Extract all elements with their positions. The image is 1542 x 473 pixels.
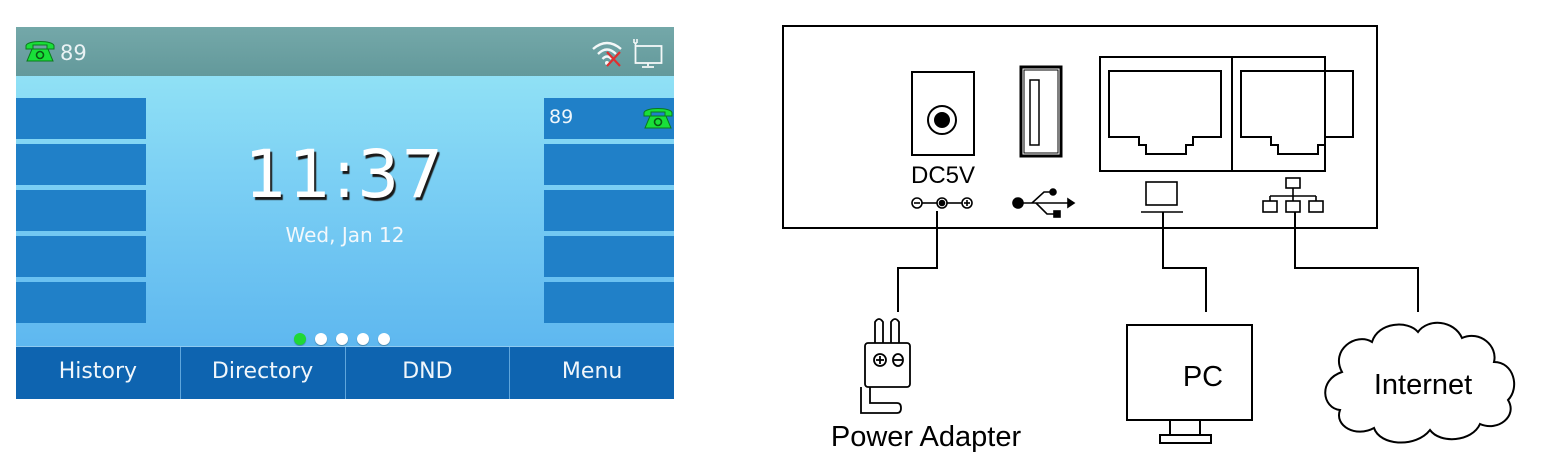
line-key[interactable] xyxy=(16,282,146,323)
device-back-panel xyxy=(782,25,1378,229)
line-key[interactable] xyxy=(544,282,674,323)
line-key[interactable] xyxy=(544,190,674,231)
connection-diagram: DC5V xyxy=(782,25,1516,453)
clock-time: 11:37 xyxy=(244,136,446,213)
usb-port xyxy=(1019,65,1063,158)
line-key-label: 89 xyxy=(549,106,574,128)
pc-label: PC xyxy=(1183,361,1223,393)
page-dot[interactable] xyxy=(378,333,390,345)
internet-cable xyxy=(1294,212,1419,312)
status-account[interactable]: 89 xyxy=(24,37,87,68)
history-softkey[interactable]: History xyxy=(58,359,138,384)
page-dot[interactable] xyxy=(315,333,327,345)
dc-polarity-icon xyxy=(911,197,973,209)
network-disconnected-icon xyxy=(630,37,664,74)
page-dot-active[interactable] xyxy=(294,333,306,345)
dnd-softkey[interactable]: DND xyxy=(344,347,510,399)
internet-label: Internet xyxy=(1374,369,1472,401)
network-icon xyxy=(1262,177,1324,213)
usb-icon xyxy=(1012,188,1076,218)
internet-cloud-icon xyxy=(1324,322,1516,444)
internet-ethernet-port xyxy=(1240,70,1354,155)
directory-softkey[interactable]: Directory xyxy=(179,347,345,399)
line-key[interactable] xyxy=(16,236,146,277)
softkey-bar: History Directory DND Menu xyxy=(16,346,674,399)
line-key[interactable] xyxy=(544,236,674,277)
left-line-keys xyxy=(16,98,146,328)
phone-handset-icon xyxy=(642,104,674,135)
page-dot[interactable] xyxy=(357,333,369,345)
pc-monitor-icon xyxy=(1126,324,1253,444)
power-adapter-icon xyxy=(860,318,911,414)
phone-handset-icon xyxy=(24,37,56,68)
page-dot[interactable] xyxy=(336,333,348,345)
line-key-account[interactable]: 89 xyxy=(544,98,674,139)
menu-softkey[interactable]: Menu xyxy=(509,347,674,399)
line-key[interactable] xyxy=(16,144,146,185)
pc-cable xyxy=(1162,212,1207,312)
wifi-disconnected-icon xyxy=(590,39,624,72)
phone-screen: 89 xyxy=(16,27,674,399)
power-cable xyxy=(897,211,938,312)
right-line-keys: 89 xyxy=(544,98,674,328)
clock-date: Wed, Jan 12 xyxy=(285,223,405,247)
line-key[interactable] xyxy=(16,190,146,231)
power-adapter-label: Power Adapter xyxy=(831,421,1022,453)
account-number: 89 xyxy=(60,40,87,65)
pc-ethernet-port xyxy=(1108,70,1222,155)
dc-label: DC5V xyxy=(911,162,975,189)
computer-icon xyxy=(1141,181,1183,213)
line-key[interactable] xyxy=(544,144,674,185)
dc-power-port xyxy=(911,71,975,156)
line-key[interactable] xyxy=(16,98,146,139)
page-indicator xyxy=(294,333,390,345)
status-bar: 89 xyxy=(16,27,674,76)
